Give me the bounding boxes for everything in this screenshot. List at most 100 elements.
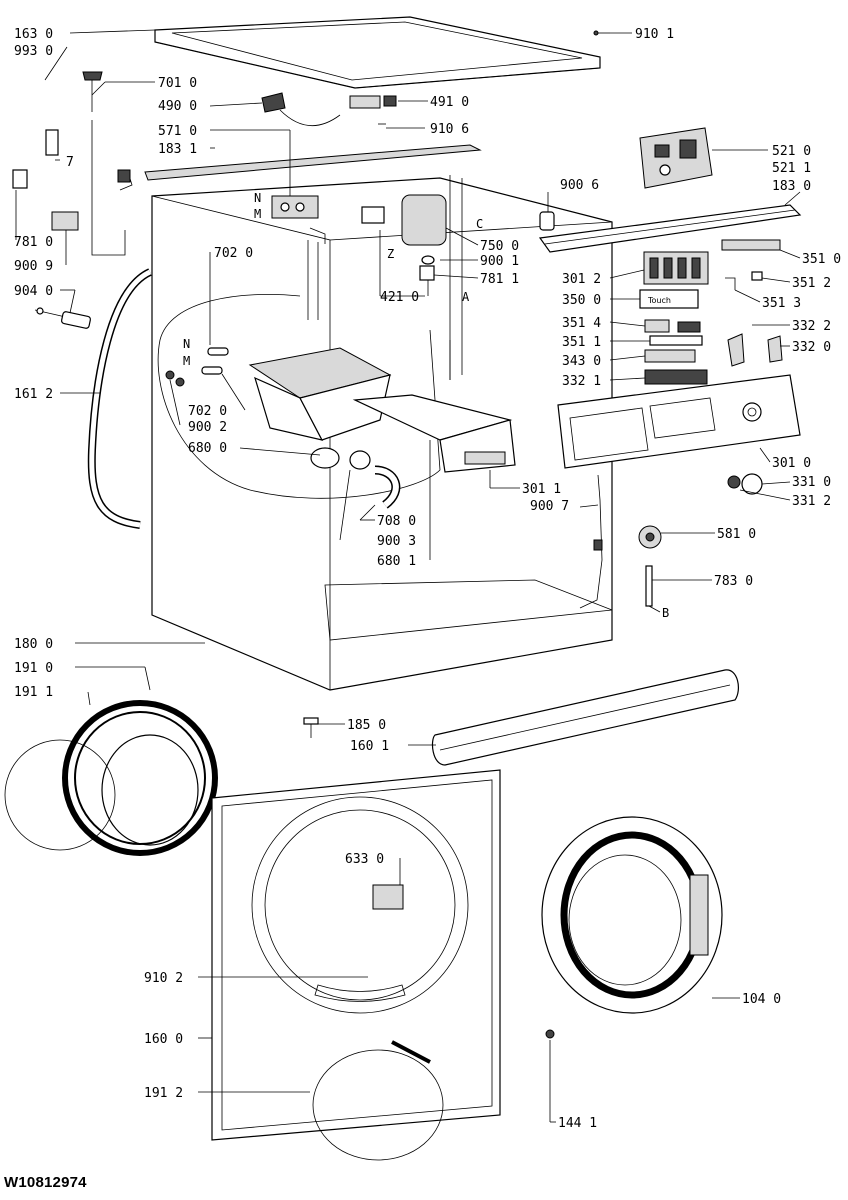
- part-label: 185 0: [347, 718, 386, 733]
- screw-drawing: [545, 1029, 555, 1039]
- connector-letter: N: [254, 191, 261, 205]
- part-label: 332 1: [562, 374, 601, 389]
- part-label: 191 0: [14, 661, 53, 676]
- part-label: 680 1: [377, 554, 416, 569]
- small-parts-351-drawing: [725, 271, 763, 290]
- pump-assembly-drawing: [361, 194, 447, 281]
- connector-letter: C: [476, 217, 483, 231]
- part-label: 781 1: [480, 272, 519, 287]
- button-strip-drawing: [721, 239, 781, 251]
- rail-183-0-drawing: [538, 204, 802, 253]
- wire-harness-drawing: [579, 474, 603, 609]
- part-label: 191 1: [14, 685, 53, 700]
- wiring-parts-drawing: [261, 92, 397, 127]
- part-label: 160 1: [350, 739, 389, 754]
- dispenser-drawing: [248, 347, 392, 470]
- part-label: 351 4: [562, 316, 601, 331]
- part-label: 910 1: [635, 27, 674, 42]
- part-label: 183 0: [772, 179, 811, 194]
- part-label: 993 0: [14, 44, 53, 59]
- inlet-hose-drawing: [12, 85, 59, 235]
- part-label: 191 2: [144, 1086, 183, 1101]
- part-label: 910 2: [144, 971, 183, 986]
- part-label: 900 6: [560, 178, 599, 193]
- bracket-332-drawing: [727, 333, 783, 367]
- part-label: 161 2: [14, 387, 53, 402]
- part-label: 350 0: [562, 293, 601, 308]
- part-label: 104 0: [742, 992, 781, 1007]
- part-label: 708 0: [377, 514, 416, 529]
- seal-strip-drawing: [87, 268, 152, 529]
- front-panel-drawing: [211, 769, 501, 1141]
- part-label: 702 0: [188, 404, 227, 419]
- part-label: 702 0: [214, 246, 253, 261]
- part-label: 332 2: [792, 319, 831, 334]
- part-label: 633 0: [345, 852, 384, 867]
- part-label: 180 0: [14, 637, 53, 652]
- lens-drawing: [312, 1040, 444, 1161]
- door-drawing: [541, 816, 723, 1014]
- part-label: 183 1: [158, 142, 197, 157]
- part-label: 581 0: [717, 527, 756, 542]
- connector-letters: N M C Z A N M B: [183, 191, 669, 620]
- clip-drawing: [51, 211, 79, 231]
- part-label: 910 6: [430, 122, 469, 137]
- clip-900-6-drawing: [539, 211, 555, 231]
- part-label: 343 0: [562, 354, 601, 369]
- part-label: 571 0: [158, 124, 197, 139]
- part-label: 781 0: [14, 235, 53, 250]
- part-label: 301 1: [522, 482, 561, 497]
- bolt-drawing: [34, 307, 91, 329]
- electronics-module-drawing: [643, 251, 709, 285]
- door-gasket-drawing: [4, 700, 218, 856]
- pins-drawing: [165, 347, 229, 387]
- leader-lines: [15, 29, 801, 1123]
- valve-drawing: [117, 169, 319, 219]
- touch-module-label: Touch: [647, 296, 671, 305]
- panel-components-drawing: [644, 319, 708, 385]
- part-label: 351 3: [762, 296, 801, 311]
- part-label: 490 0: [158, 99, 197, 114]
- pressure-switch-drawing: [638, 525, 662, 549]
- part-label: 144 1: [558, 1116, 597, 1131]
- connector-letter: A: [462, 290, 470, 304]
- part-label: 680 0: [188, 441, 227, 456]
- top-cover-drawing: [154, 16, 601, 89]
- foot-drawing: [303, 717, 319, 738]
- part-label: 900 7: [530, 499, 569, 514]
- part-label: 900 9: [14, 259, 53, 274]
- part-label: 331 2: [792, 494, 831, 509]
- part-label: 351 2: [792, 276, 831, 291]
- part-label: 701 0: [158, 76, 197, 91]
- touch-module-drawing: Touch: [639, 289, 699, 309]
- part-label: 900 1: [480, 254, 519, 269]
- drawer-drawing: [352, 394, 516, 473]
- connector-letter: M: [254, 207, 261, 221]
- part-label: 163 0: [14, 27, 53, 42]
- part-label: 351 0: [802, 252, 841, 267]
- part-labels: 163 0 910 1 993 0 701 0 490 0 491 0 571 …: [14, 27, 841, 1131]
- part-label: 900 2: [188, 420, 227, 435]
- part-label: 160 0: [144, 1032, 183, 1047]
- part-label: 331 0: [792, 475, 831, 490]
- lever-drawing: [82, 71, 126, 256]
- cabinet-body-drawing: [144, 144, 613, 691]
- part-label: 900 3: [377, 534, 416, 549]
- part-label: 783 0: [714, 574, 753, 589]
- part-label: 301 2: [562, 272, 601, 287]
- part-label: 904 0: [14, 284, 53, 299]
- part-label: 750 0: [480, 239, 519, 254]
- part-label: 332 0: [792, 340, 831, 355]
- part-label: 421 0: [380, 290, 419, 305]
- drain-hose-drawing: [374, 465, 401, 509]
- connector-letter: Z: [387, 247, 394, 261]
- part-label: 521 0: [772, 144, 811, 159]
- part-label: 521 1: [772, 161, 811, 176]
- connector-letter: B: [662, 606, 669, 620]
- connector-letter: M: [183, 354, 190, 368]
- screw-910-drawing: [593, 30, 610, 36]
- rod-drawing: [645, 565, 653, 607]
- part-label: 351 1: [562, 335, 601, 350]
- part-label: 491 0: [430, 95, 469, 110]
